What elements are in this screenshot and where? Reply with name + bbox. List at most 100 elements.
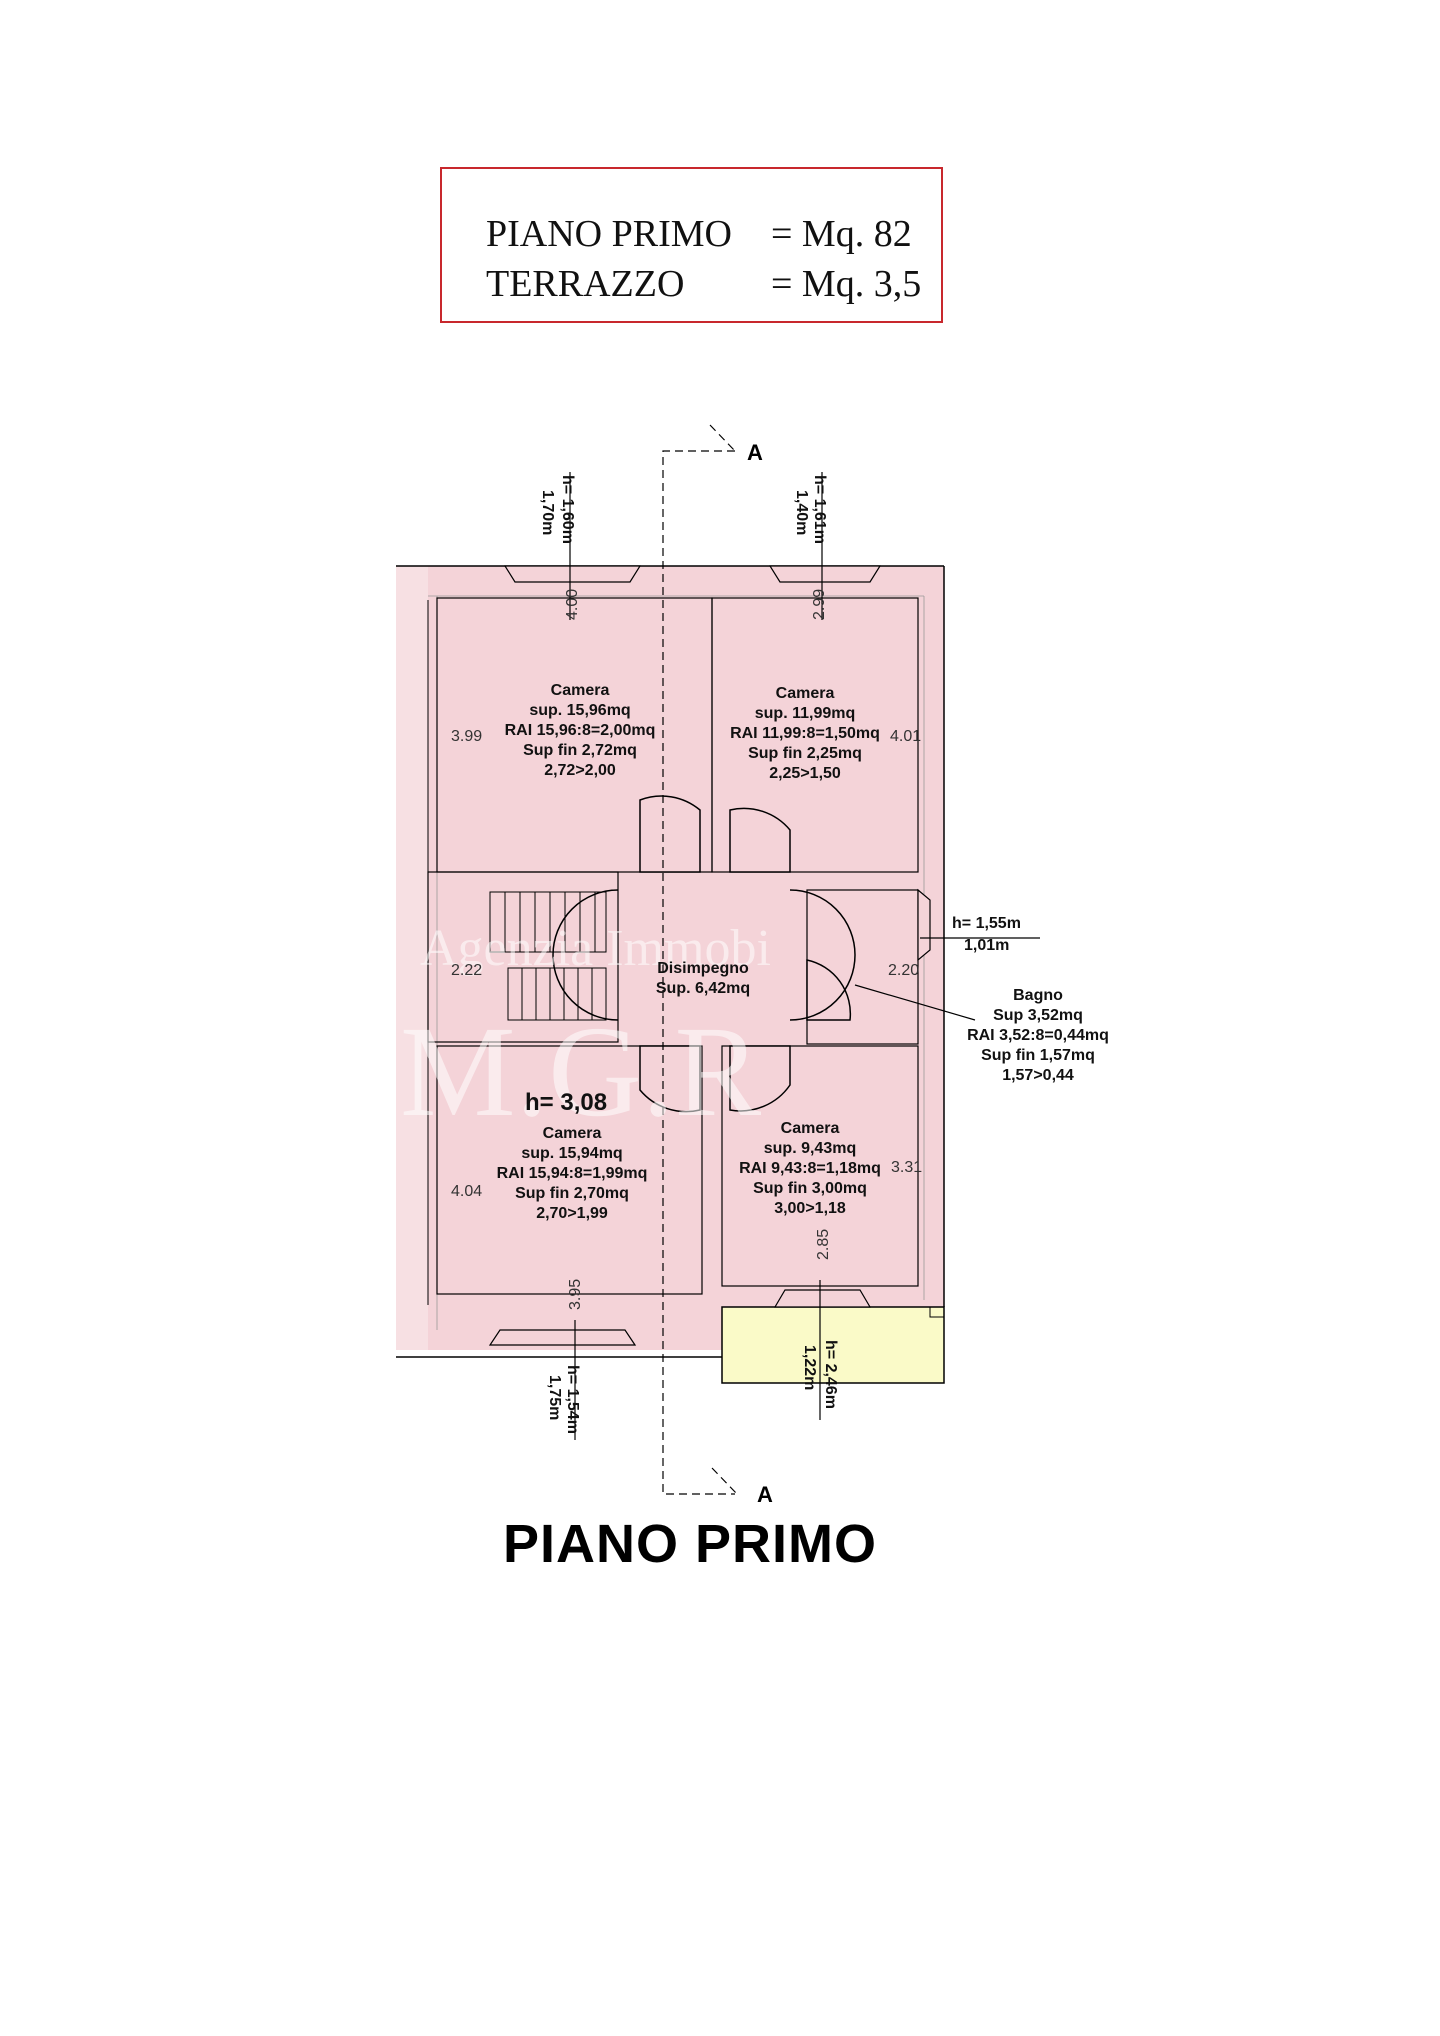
stair-flight-lower xyxy=(507,967,607,1021)
section-path xyxy=(662,450,735,1495)
room-camera-tr-check: 2,25>1,50 xyxy=(769,765,841,782)
dimension-labels: 3.99 4.01 2.22 2.20 4.04 3.31 4.00 2.99 … xyxy=(451,589,922,1310)
dim-br-bottom: 2.85 xyxy=(815,1229,832,1260)
floor-area-margin xyxy=(396,566,428,1350)
room-camera-br-check: 3,00>1,18 xyxy=(774,1200,846,1217)
room-bagno-name: Bagno xyxy=(1013,987,1063,1004)
summary-floor-value: = Mq. 82 xyxy=(771,213,912,255)
room-camera-bl-area: sup. 15,94mq xyxy=(521,1145,622,1162)
room-camera-tr: Camera sup. 11,99mq RAI 11,99:8=1,50mq S… xyxy=(730,685,880,782)
w-br-h: h= 2,46m xyxy=(822,1340,839,1409)
w-tl-h: h= 1,60m xyxy=(559,475,576,544)
section-arrow-bottom xyxy=(711,1467,738,1495)
room-camera-tl-area: sup. 15,96mq xyxy=(529,702,630,719)
room-camera-tr-name: Camera xyxy=(776,685,835,702)
room-disimpegno: Disimpegno Sup. 6,42mq xyxy=(656,960,750,997)
disimpegno-area xyxy=(552,795,856,1113)
window-height-labels: h= 1,60m 1,70m h= 1,61m 1,40m h= 1,55m 1… xyxy=(539,475,1021,1434)
room-camera-bl-supfin: Sup fin 2,70mq xyxy=(515,1185,629,1202)
watermark-line2: M.G.R xyxy=(400,1000,761,1144)
w-bagno-sill: 1,01m xyxy=(964,937,1009,954)
w-bl-sill: 1,75m xyxy=(546,1375,563,1420)
window-tr xyxy=(768,565,882,583)
room-camera-tl: Camera sup. 15,96mq RAI 15,96:8=2,00mq S… xyxy=(505,682,656,779)
door-swing-bagno xyxy=(806,959,852,1021)
room-camera-bl-check: 2,70>1,99 xyxy=(536,1205,608,1222)
room-bagno-area: Sup 3,52mq xyxy=(993,1007,1083,1024)
section-mark-bottom: A xyxy=(757,1482,773,1507)
room-disimpegno-area: Sup. 6,42mq xyxy=(656,980,750,997)
summary-floor-label: PIANO PRIMO xyxy=(486,213,732,255)
room-stair-outline xyxy=(427,871,619,1043)
window-bagno xyxy=(917,888,931,962)
dim-bl-bottom: 3.95 xyxy=(567,1279,584,1310)
room-camera-br-rai: RAI 9,43:8=1,18mq xyxy=(739,1160,881,1177)
w-bagno-h: h= 1,55m xyxy=(952,915,1021,932)
stair-flight-upper xyxy=(489,891,607,953)
room-camera-bl: Camera sup. 15,94mq RAI 15,94:8=1,99mq S… xyxy=(497,1125,648,1222)
room-disimpegno-name: Disimpegno xyxy=(657,960,749,977)
room-camera-bl-outline xyxy=(436,1045,703,1295)
stairs xyxy=(489,891,607,1021)
w-tr-sill: 1,40m xyxy=(793,490,810,535)
window-br xyxy=(773,1289,872,1308)
room-bagno-check: 1,57>0,44 xyxy=(1002,1067,1074,1084)
dim-tr-right: 4.01 xyxy=(890,728,921,745)
w-tr-h: h= 1,61m xyxy=(811,475,828,544)
room-camera-tr-outline xyxy=(711,597,919,873)
floor-area xyxy=(428,566,944,1350)
room-bagno-supfin: Sup fin 1,57mq xyxy=(981,1047,1095,1064)
watermark-line1: Agenzia Immobi xyxy=(420,920,771,977)
section-arrow-top xyxy=(709,424,736,452)
w-bl-h: h= 1,54m xyxy=(564,1365,581,1434)
w-br-sill: 1,22m xyxy=(801,1345,818,1390)
dim-stair-left: 2.22 xyxy=(451,962,482,979)
section-mark-top: A xyxy=(747,440,763,465)
door-swing-tl xyxy=(639,795,701,873)
summary-line-terrace: TERRAZZO = Mq. 3,5 xyxy=(448,227,921,341)
door-swing-tr xyxy=(729,807,791,873)
room-camera-tr-area: sup. 11,99mq xyxy=(755,705,856,722)
watermark: Agenzia Immobi M.G.R xyxy=(400,920,771,1144)
summary-line-floor: PIANO PRIMO = Mq. 82 xyxy=(448,177,912,291)
window-tl xyxy=(503,565,642,583)
room-camera-br: Camera sup. 9,43mq RAI 9,43:8=1,18mq Sup… xyxy=(739,1120,881,1217)
room-bagno: Bagno Sup 3,52mq RAI 3,52:8=0,44mq Sup f… xyxy=(967,987,1109,1084)
room-camera-br-supfin: Sup fin 3,00mq xyxy=(753,1180,867,1197)
room-bagno-rai: RAI 3,52:8=0,44mq xyxy=(967,1027,1109,1044)
dim-bl-left: 4.04 xyxy=(451,1183,482,1200)
section-line xyxy=(662,424,738,1495)
room-camera-tl-rai: RAI 15,96:8=2,00mq xyxy=(505,722,656,739)
summary-terrace-value: = Mq. 3,5 xyxy=(771,263,922,305)
dim-tl-left: 3.99 xyxy=(451,728,482,745)
windows xyxy=(488,565,931,1346)
room-labels: Camera sup. 15,96mq RAI 15,96:8=2,00mq S… xyxy=(497,682,1109,1222)
room-camera-br-area: sup. 9,43mq xyxy=(764,1140,856,1157)
room-camera-br-name: Camera xyxy=(781,1120,840,1137)
dim-br-right: 3.31 xyxy=(891,1159,922,1176)
area-summary-box: PIANO PRIMO = Mq. 82 TERRAZZO = Mq. 3,5 xyxy=(440,167,943,323)
window-bl xyxy=(488,1329,637,1346)
floor-title: PIANO PRIMO xyxy=(502,1514,878,1574)
room-camera-tr-supfin: Sup fin 2,25mq xyxy=(748,745,862,762)
dim-tl-top: 4.00 xyxy=(564,589,581,620)
window-height-lines xyxy=(569,472,1040,1440)
terrace xyxy=(721,1306,945,1384)
floor-fill xyxy=(396,566,944,1350)
room-camera-tl-check: 2,72>2,00 xyxy=(544,762,616,779)
room-camera-bl-name: Camera xyxy=(543,1125,602,1142)
terrace-step xyxy=(929,1307,944,1318)
summary-terrace-label: TERRAZZO xyxy=(486,263,685,305)
dim-bagno-left: 2.20 xyxy=(888,962,919,979)
room-camera-tl-supfin: Sup fin 2,72mq xyxy=(523,742,637,759)
door-arc-right xyxy=(789,889,856,1021)
door-swing-bl xyxy=(639,1045,701,1113)
door-arc-left xyxy=(552,889,619,1021)
room-camera-tr-rai: RAI 11,99:8=1,50mq xyxy=(730,725,880,742)
door-swing-br xyxy=(729,1045,791,1112)
room-camera-tl-name: Camera xyxy=(551,682,610,699)
dim-tr-top: 2.99 xyxy=(811,589,828,620)
w-tl-sill: 1,70m xyxy=(539,490,556,535)
bagno-leader xyxy=(854,984,976,1021)
